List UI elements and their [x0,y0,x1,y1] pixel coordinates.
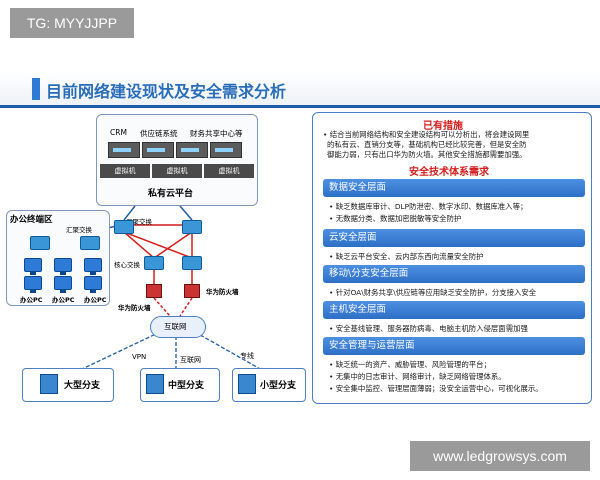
vpn-label: VPN [132,353,147,361]
title-accent-icon [32,78,40,100]
office-pc-1 [24,258,42,275]
link-cloud-agg2 [179,205,193,221]
title-bar: 目前网络建设现状及安全需求分析 [0,70,600,108]
core-switch-2 [182,256,202,270]
management-bullet-2: • 无集中的日志审计、网络审计，缺乏网络管理体系。 [329,372,506,381]
office-pc-label-2: 办公PC [52,296,75,304]
branch-large-box [22,368,114,402]
link-agg1-core2 [123,231,193,259]
branch-small-label: 小型分支 [260,381,297,391]
private-cloud-title: 私有云平台 [148,189,194,199]
security-requirements-panel: 已有措施 • 结合当前网络结构和安全建设结构可以分析出，将会建设网里 的私有云、… [312,112,592,404]
link-internet-large [79,331,161,371]
office-pc-6 [84,276,102,293]
existing-measures-title: 已有措施 [423,121,463,132]
leased-line-label: 专线 [240,352,254,360]
vm-3: 虚拟机 [204,164,254,178]
internet-cloud-icon [150,316,206,338]
existing-measures-line-1: • 结合当前网络结构和安全建设结构可以分析出，将会建设网里 [323,130,530,139]
existing-measures-line-2: 的私有云、直销分支等，基础机构已经比较完善，但是安全防 [327,140,527,149]
office-switch-1 [30,236,50,250]
cloud-bullet-1: • 缺乏云平台安全、云内部东西向流量安全防护 [329,252,484,261]
link-cloud-agg1 [123,205,136,221]
existing-measures-line-3: 御能力弱，只有出口华为防火墙。其他安全措施都需要加强。 [327,150,527,159]
vm-1: 虚拟机 [100,164,150,178]
section-header-data: 数据安全层面 [323,179,585,197]
link-internet-small [194,331,263,371]
section-header-host: 主机安全层面 [323,301,585,319]
app-crm-label: CRM [110,128,127,137]
office-pc-5 [54,276,72,293]
office-switch-2 [80,236,100,250]
data-bullet-1: • 缺乏数据库审计、DLP防泄密、数字水印、数据库准入等； [329,202,528,211]
mobile-bullet-1: • 针对OA\财务共享\供应链等应用缺乏安全防护，分支接入安全 [329,288,537,297]
watermark-top-left: TG: MYYJJPP [10,8,134,38]
link-fw2-internet [179,297,193,317]
management-bullet-3: • 安全集中监控、管理层面薄弱；没安全运营中心，可视化展示。 [329,384,543,393]
link-agg2-core1 [153,231,193,259]
data-bullet-2: • 无数据分类、数据加密脱敏等安全防护 [329,214,462,223]
office-pc-2 [54,258,72,275]
link-fw1-internet [153,297,171,317]
watermark-bottom-right: www.ledgrowsys.com [410,441,590,471]
section-header-management: 安全管理与运营层面 [323,337,585,355]
internet-link-label: 互联网 [180,356,201,364]
app-finance-label: 财务共享中心等 [190,129,243,138]
app-server-2 [142,142,174,158]
requirements-title: 安全技术体系需求 [409,167,489,178]
core-switch-label: 核心交换 [114,261,140,269]
office-pc-3 [84,258,102,275]
app-supply-chain-label: 供应链系统 [140,129,178,138]
office-area-title: 办公终端区 [10,215,53,225]
app-server-4 [210,142,242,158]
branch-medium-label: 中型分支 [168,381,205,391]
management-bullet-1: • 缺乏统一的资产、威胁管理、风险管理的平台； [329,360,491,369]
section-header-cloud: 云安全层面 [323,229,585,247]
internet-label: 互联网 [164,322,187,331]
link-agg1-core1 [123,231,155,259]
branch-large-icon [40,374,58,394]
firewall-2 [184,284,200,298]
firewall-1 [146,284,162,298]
app-server-3 [176,142,208,158]
section-header-mobile: 移动\分支安全层面 [323,265,585,283]
app-server-1 [108,142,140,158]
office-pc-label-1: 办公PC [20,296,43,304]
office-pc-label-3: 办公PC [84,296,107,304]
slide-title: 目前网络建设现状及安全需求分析 [46,82,287,101]
vm-2: 虚拟机 [152,164,202,178]
private-cloud-box [96,114,258,206]
branch-large-label: 大型分支 [64,381,101,391]
firewall-label-2: 华为防火墙 [206,288,239,296]
host-bullet-1: • 安全基线管理、服务器防病毒、电脑主机防入侵层面需加强 [329,324,528,333]
office-agg-switch-label: 汇聚交换 [66,226,92,234]
agg-switch-2 [182,220,202,234]
office-pc-4 [24,276,42,293]
slide: 目前网络建设现状及安全需求分析 CRM 供应链系统 财务共享中心等 [0,70,600,408]
core-switch-1 [144,256,164,270]
firewall-label-1: 华为防火墙 [118,304,151,312]
agg-switch-1 [114,220,134,234]
branch-small-icon [238,374,256,394]
branch-medium-icon [146,374,164,394]
agg-switch-label: 汇聚交换 [126,218,152,226]
